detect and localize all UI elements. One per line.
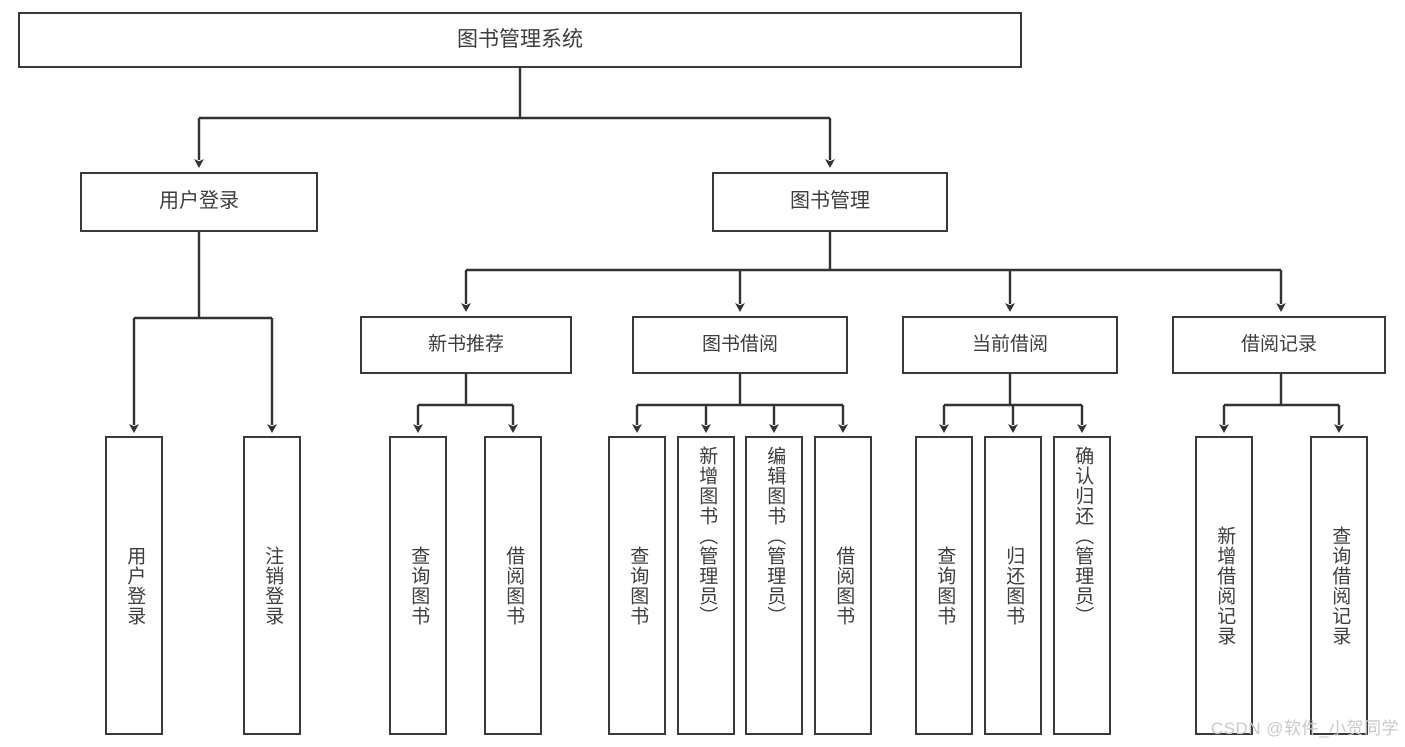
- node-label: 注销登录: [262, 545, 284, 626]
- node-leaf-logout[interactable]: 注销登录: [243, 436, 301, 735]
- node-label: 图书借阅: [701, 333, 778, 355]
- node-leaf-return-book[interactable]: 归还图书: [984, 436, 1042, 735]
- node-leaf-query-book-2[interactable]: 查询图书: [608, 436, 666, 735]
- node-leaf-query-record[interactable]: 查询借阅记录: [1310, 436, 1368, 735]
- node-label: 查询图书: [627, 545, 649, 626]
- node-borrow-record[interactable]: 借阅记录: [1172, 316, 1386, 374]
- node-leaf-confirm-return[interactable]: 确认归还（管理员）: [1053, 436, 1111, 735]
- node-label: 图书管理: [790, 190, 870, 213]
- csdn-watermark: CSDN @软件_小贺同学: [1210, 719, 1399, 738]
- node-leaf-query-book-1[interactable]: 查询图书: [389, 436, 447, 735]
- node-label: 用户登录: [159, 190, 239, 213]
- node-label: 查询借阅记录: [1329, 525, 1351, 646]
- node-label: 图书管理系统: [457, 27, 583, 51]
- node-label: 当前借阅: [971, 333, 1048, 355]
- node-leaf-add-book[interactable]: 新增图书（管理员）: [677, 436, 735, 735]
- node-label: 新书推荐: [427, 333, 504, 355]
- node-label: 确认归还（管理员）: [1072, 446, 1094, 626]
- node-leaf-add-record[interactable]: 新增借阅记录: [1195, 436, 1253, 735]
- node-leaf-query-book-3[interactable]: 查询图书: [915, 436, 973, 735]
- node-label: 查询图书: [408, 545, 430, 626]
- node-label: 借阅图书: [833, 545, 855, 626]
- node-label: 新增借阅记录: [1214, 525, 1236, 646]
- node-leaf-borrow-book-2[interactable]: 借阅图书: [814, 436, 872, 735]
- node-user-login[interactable]: 用户登录: [80, 172, 318, 232]
- node-label: 查询图书: [934, 545, 956, 626]
- node-book-manage[interactable]: 图书管理: [712, 172, 948, 232]
- node-new-book-recommend[interactable]: 新书推荐: [360, 316, 572, 374]
- node-label: 用户登录: [124, 545, 146, 626]
- node-label: 新增图书（管理员）: [696, 446, 718, 626]
- node-leaf-edit-book[interactable]: 编辑图书（管理员）: [745, 436, 803, 735]
- node-current-borrow[interactable]: 当前借阅: [902, 316, 1118, 374]
- node-label: 借阅记录: [1240, 333, 1317, 355]
- node-book-borrow[interactable]: 图书借阅: [632, 316, 848, 374]
- node-label: 借阅图书: [503, 545, 525, 626]
- node-root-system[interactable]: 图书管理系统: [18, 12, 1022, 68]
- node-leaf-user-login[interactable]: 用户登录: [105, 436, 163, 735]
- node-label: 归还图书: [1003, 545, 1025, 626]
- node-label: 编辑图书（管理员）: [764, 446, 786, 626]
- node-leaf-borrow-book-1[interactable]: 借阅图书: [484, 436, 542, 735]
